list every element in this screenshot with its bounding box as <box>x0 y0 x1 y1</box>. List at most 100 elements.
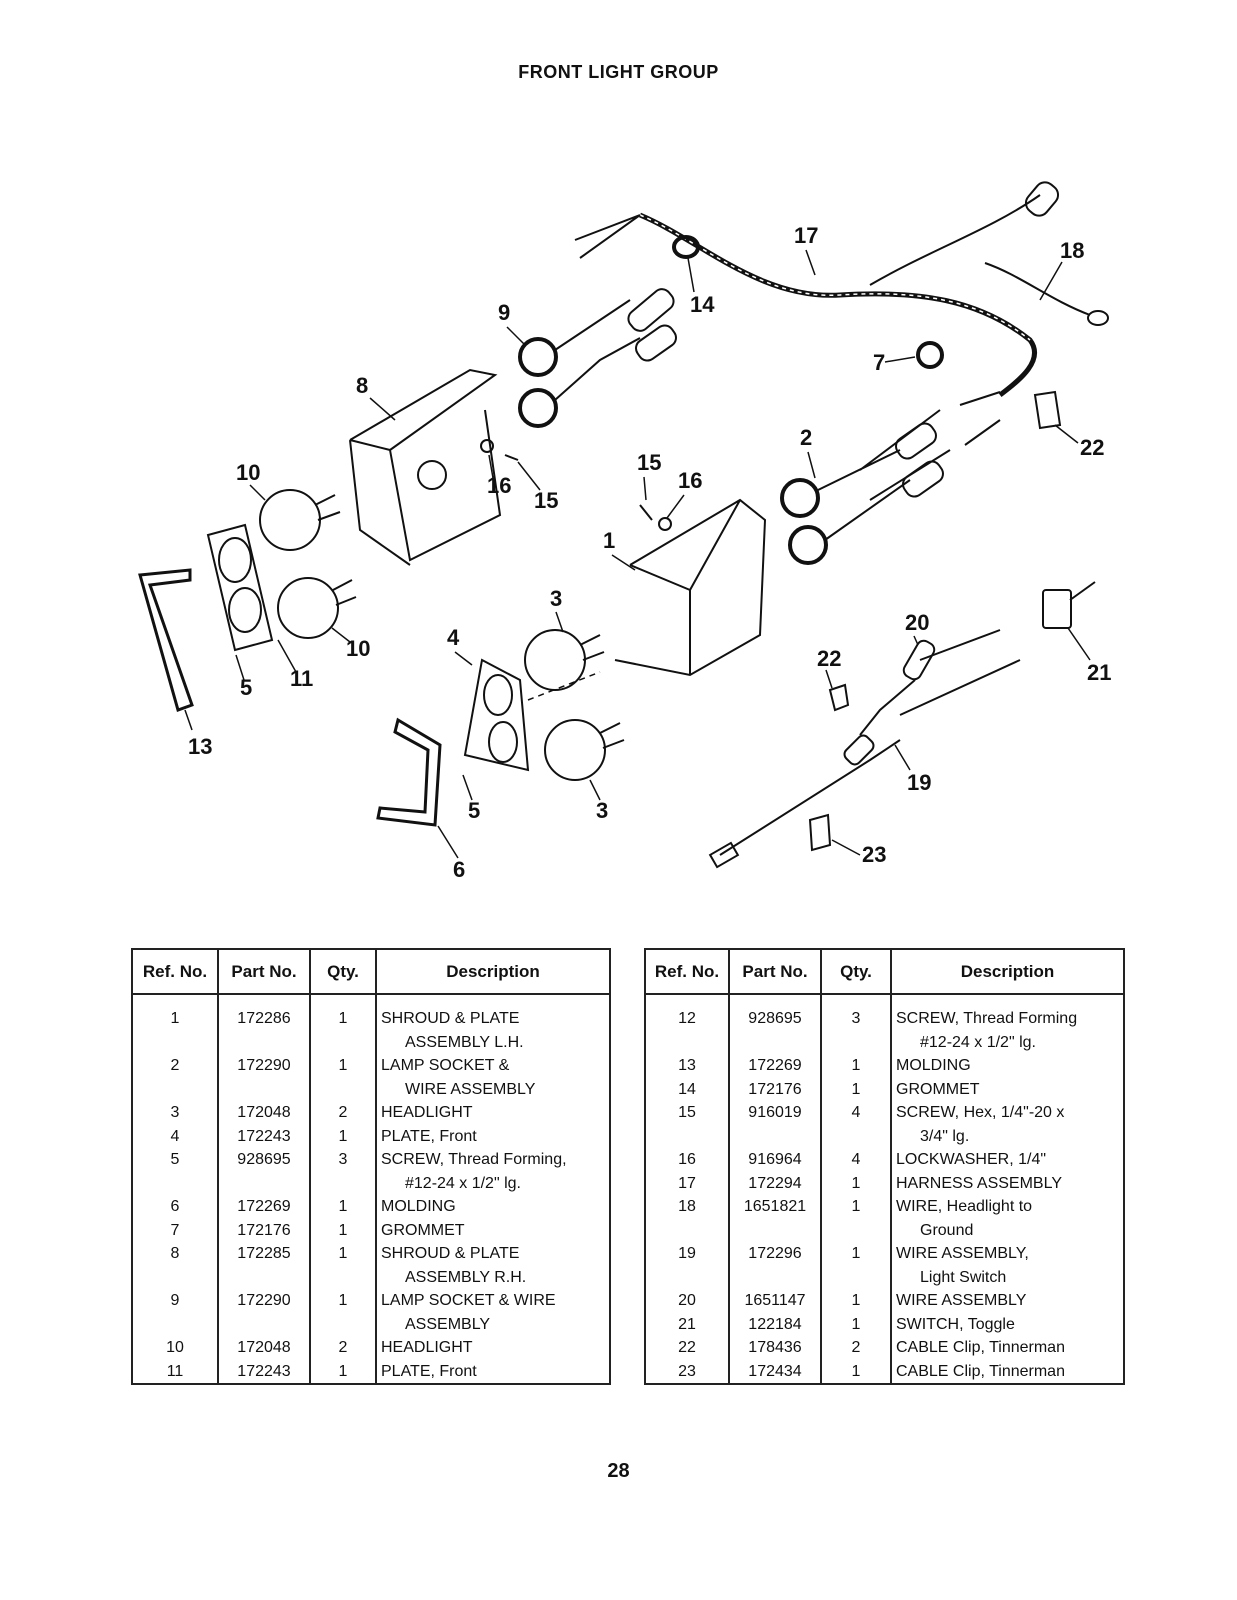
callout: 6 <box>453 857 465 882</box>
callout-labels: 17 18 14 9 7 8 2 22 10 16 15 15 16 1 10 … <box>188 223 1111 882</box>
part-no-cell: 172290 <box>217 1289 311 1336</box>
part-no-cell: 172434 <box>728 1359 822 1385</box>
ref-no-cell: 14 <box>644 1077 730 1101</box>
description-line: SWITCH, Toggle <box>896 1315 1015 1333</box>
callout: 11 <box>290 666 313 691</box>
callout: 21 <box>1087 660 1111 685</box>
qty-cell: 2 <box>820 1336 892 1360</box>
description-continuation: ASSEMBLY <box>405 1315 491 1333</box>
callout: 13 <box>188 734 212 759</box>
ref-no-cell: 13 <box>644 1054 730 1078</box>
callout: 5 <box>240 675 252 700</box>
description-line: LAMP SOCKET & <box>381 1057 510 1074</box>
part-no-cell: 172269 <box>728 1054 822 1078</box>
description-continuation: ASSEMBLY L.H. <box>405 1033 524 1051</box>
part-no-cell: 916019 <box>728 1101 822 1148</box>
qty-cell: 1 <box>820 1171 892 1195</box>
description-cell: SCREW, Thread Forming#12-24 x 1/2" lg. <box>890 994 1125 1054</box>
page-number: 28 <box>607 1460 630 1482</box>
front-plate-11 <box>206 523 274 652</box>
description-line: HEADLIGHT <box>381 1104 473 1121</box>
part-no-cell: 928695 <box>728 994 822 1054</box>
callout: 10 <box>236 460 260 485</box>
part-no-cell: 172048 <box>217 1101 311 1125</box>
description-line: HEADLIGHT <box>381 1339 473 1356</box>
ref-no-cell: 16 <box>644 1148 730 1172</box>
ref-no-cell: 2 <box>131 1054 219 1101</box>
header-description: Description <box>375 948 611 995</box>
qty-cell: 1 <box>820 1054 892 1078</box>
qty-cell: 2 <box>309 1101 377 1125</box>
description-cell: CABLE Clip, Tinnerman <box>890 1359 1125 1385</box>
ref-no-cell: 20 <box>644 1289 730 1313</box>
ref-no-cell: 18 <box>644 1195 730 1242</box>
callout: 23 <box>862 842 886 867</box>
lamp-socket-9b <box>518 388 558 428</box>
qty-cell: 4 <box>820 1148 892 1172</box>
qty-cell: 1 <box>820 1312 892 1336</box>
qty-cell: 1 <box>309 1242 377 1289</box>
description-cell: LOCKWASHER, 1/4" <box>890 1148 1125 1172</box>
molding-6 <box>376 717 442 827</box>
ref-no-cell: 3 <box>131 1101 219 1125</box>
callout: 3 <box>596 798 608 823</box>
ref-no-cell: 17 <box>644 1171 730 1195</box>
toggle-switch <box>1042 589 1072 629</box>
description-line: SHROUD & PLATE <box>381 1245 520 1262</box>
exploded-parts-diagram: 17 18 14 9 7 8 2 22 10 16 15 15 16 1 10 … <box>138 181 1111 882</box>
callout: 15 <box>534 488 558 513</box>
ref-no-cell: 6 <box>131 1195 219 1219</box>
callout: 7 <box>873 350 885 375</box>
description-line: WIRE ASSEMBLY <box>896 1292 1027 1309</box>
callout: 1 <box>603 528 615 553</box>
description-line: HARNESS ASSEMBLY <box>896 1174 1062 1192</box>
description-cell: HEADLIGHT <box>375 1336 611 1360</box>
ref-no-cell: 21 <box>644 1312 730 1336</box>
part-no-cell: 172269 <box>217 1195 311 1219</box>
callout: 16 <box>487 473 511 498</box>
qty-cell: 2 <box>309 1336 377 1360</box>
molding-13 <box>138 568 194 712</box>
part-no-cell: 172243 <box>217 1124 311 1148</box>
part-no-cell: 122184 <box>728 1312 822 1336</box>
callout: 4 <box>447 625 460 650</box>
header-qty: Qty. <box>309 948 377 995</box>
part-no-cell: 172176 <box>217 1218 311 1242</box>
ref-no-cell: 22 <box>644 1336 730 1360</box>
headlight-10a <box>259 489 321 551</box>
description-cell: PLATE, Front <box>375 1359 611 1385</box>
description-line: MOLDING <box>381 1198 456 1215</box>
description-line: CABLE Clip, Tinnerman <box>896 1339 1065 1356</box>
part-no-cell: 172048 <box>217 1336 311 1360</box>
qty-cell: 4 <box>820 1101 892 1148</box>
description-continuation: #12-24 x 1/2" lg. <box>920 1033 1036 1051</box>
qty-cell: 1 <box>309 994 377 1054</box>
description-cell: PLATE, Front <box>375 1124 611 1148</box>
description-line: GROMMET <box>896 1080 980 1098</box>
header-ref-no: Ref. No. <box>131 948 219 995</box>
ref-no-cell: 4 <box>131 1124 219 1148</box>
callout: 5 <box>468 798 480 823</box>
part-no-cell: 172243 <box>217 1359 311 1385</box>
qty-cell: 1 <box>309 1124 377 1148</box>
grommet-14 <box>672 235 700 259</box>
description-line: CABLE Clip, Tinnerman <box>896 1362 1065 1380</box>
header-part-no: Part No. <box>217 948 311 995</box>
qty-cell: 3 <box>820 994 892 1054</box>
page-title: FRONT LIGHT GROUP <box>518 62 719 82</box>
part-no-cell: 172285 <box>217 1242 311 1289</box>
description-cell: WIRE ASSEMBLY,Light Switch <box>890 1242 1125 1289</box>
